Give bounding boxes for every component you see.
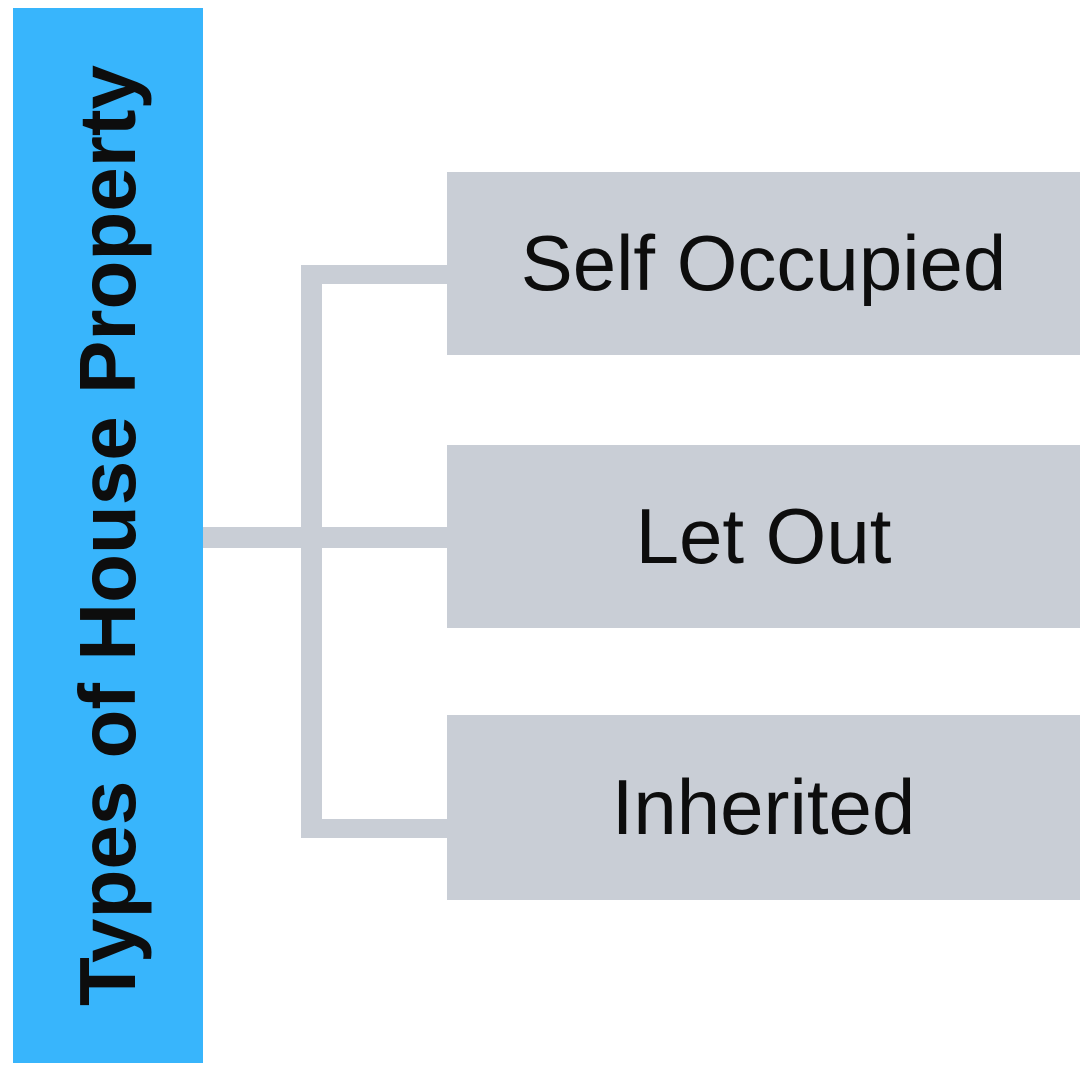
- node-let-out: Let Out: [447, 445, 1080, 628]
- connector-trunk: [301, 265, 322, 838]
- connector-branch-bottom: [301, 819, 447, 838]
- connector-stem-middle: [203, 527, 447, 548]
- title-bar: Types of House Property: [13, 8, 203, 1063]
- diagram-title: Types of House Property: [63, 65, 152, 1006]
- node-label: Inherited: [611, 763, 916, 851]
- node-label: Let Out: [635, 492, 892, 580]
- node-label: Self Occupied: [520, 219, 1007, 307]
- node-self-occupied: Self Occupied: [447, 172, 1080, 355]
- connector-branch-top: [301, 265, 447, 284]
- node-inherited: Inherited: [447, 715, 1080, 900]
